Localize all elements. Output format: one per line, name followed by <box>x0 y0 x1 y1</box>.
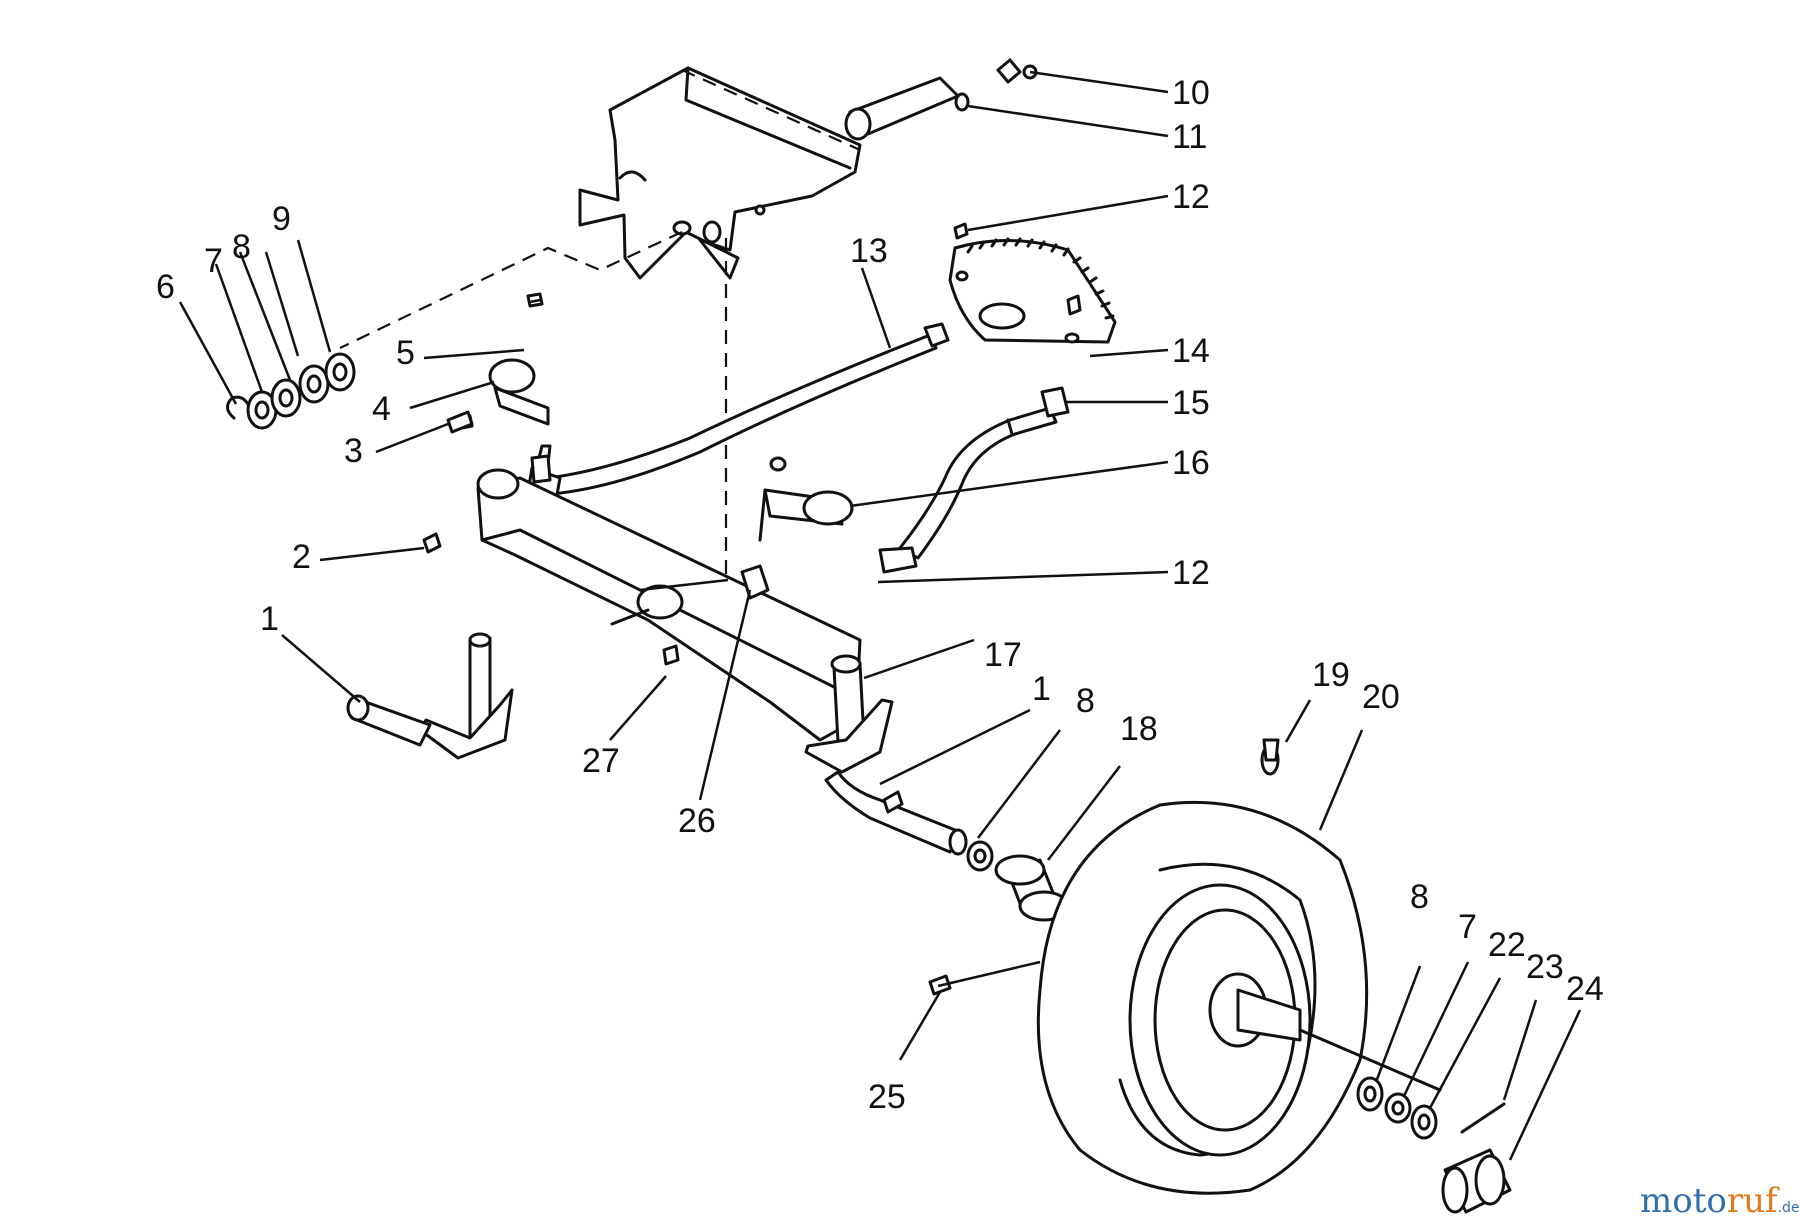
watermark-part2: ruf <box>1727 1181 1780 1221</box>
washer-stack-right <box>1356 1076 1438 1140</box>
leader-lines <box>178 70 1582 1161</box>
callout-4: 4 <box>372 390 391 428</box>
callout-11: 11 <box>1172 118 1207 156</box>
callout-8-right: 8 <box>1076 682 1095 720</box>
callout-9: 9 <box>272 200 291 238</box>
steering-shaft <box>844 58 1038 141</box>
callout-1: 1 <box>260 600 279 638</box>
left-spindle <box>346 632 514 760</box>
washer-stack-left <box>226 352 356 430</box>
watermark-text: motoruf.de <box>1640 1181 1800 1221</box>
assembly-guide-lines <box>339 68 861 575</box>
steering-sector-gear <box>948 222 1117 344</box>
callout-17: 17 <box>984 636 1022 674</box>
callout-8: 8 <box>232 228 251 266</box>
watermark-logo: motoruf.de <box>1640 1181 1800 1221</box>
grease-fitting-left <box>422 532 442 554</box>
grease-fitting-axle <box>662 644 680 666</box>
callout-18: 18 <box>1120 710 1158 748</box>
callout-13: 13 <box>850 232 888 270</box>
front-axle-beam <box>476 476 862 742</box>
callout-7: 7 <box>204 242 223 280</box>
callout-24: 24 <box>1566 970 1604 1008</box>
tie-rod <box>878 386 1070 574</box>
callout-5: 5 <box>396 334 415 372</box>
callout-19: 19 <box>1312 656 1350 694</box>
steering-support-bracket <box>578 66 862 280</box>
hub-cap <box>1441 1148 1512 1214</box>
callout-10: 10 <box>1172 74 1210 112</box>
callout-8-outer: 8 <box>1410 878 1429 916</box>
drag-link-rod <box>526 322 950 502</box>
right-steering-arm <box>758 456 854 542</box>
left-steering-arm <box>448 292 552 500</box>
callout-7-outer: 7 <box>1458 908 1477 946</box>
callout-3: 3 <box>344 432 363 470</box>
callout-2: 2 <box>292 538 311 576</box>
callout-14: 14 <box>1172 332 1210 370</box>
callout-12: 12 <box>1172 178 1210 216</box>
callout-1-right: 1 <box>1032 670 1051 708</box>
roll-pin <box>446 410 474 434</box>
callout-labels: 10 11 12 13 14 15 16 12 9 8 7 6 5 4 3 2 … <box>156 74 1604 1116</box>
cotter-pin <box>1460 1102 1506 1134</box>
callout-20: 20 <box>1362 678 1400 716</box>
callout-23: 23 <box>1526 948 1564 986</box>
callout-12-lower: 12 <box>1172 554 1210 592</box>
callout-15: 15 <box>1172 384 1210 422</box>
callout-26: 26 <box>678 802 716 840</box>
callout-22: 22 <box>1488 926 1526 964</box>
callout-27: 27 <box>582 742 620 780</box>
callout-25: 25 <box>868 1078 906 1116</box>
watermark-suffix: .de <box>1778 1200 1800 1216</box>
watermark-part1: moto <box>1640 1181 1727 1221</box>
washer-right-inner <box>966 840 994 872</box>
callout-16: 16 <box>1172 444 1210 482</box>
right-spindle <box>804 654 968 856</box>
callout-6: 6 <box>156 268 175 306</box>
front-wheel-tire <box>1036 738 1442 1195</box>
